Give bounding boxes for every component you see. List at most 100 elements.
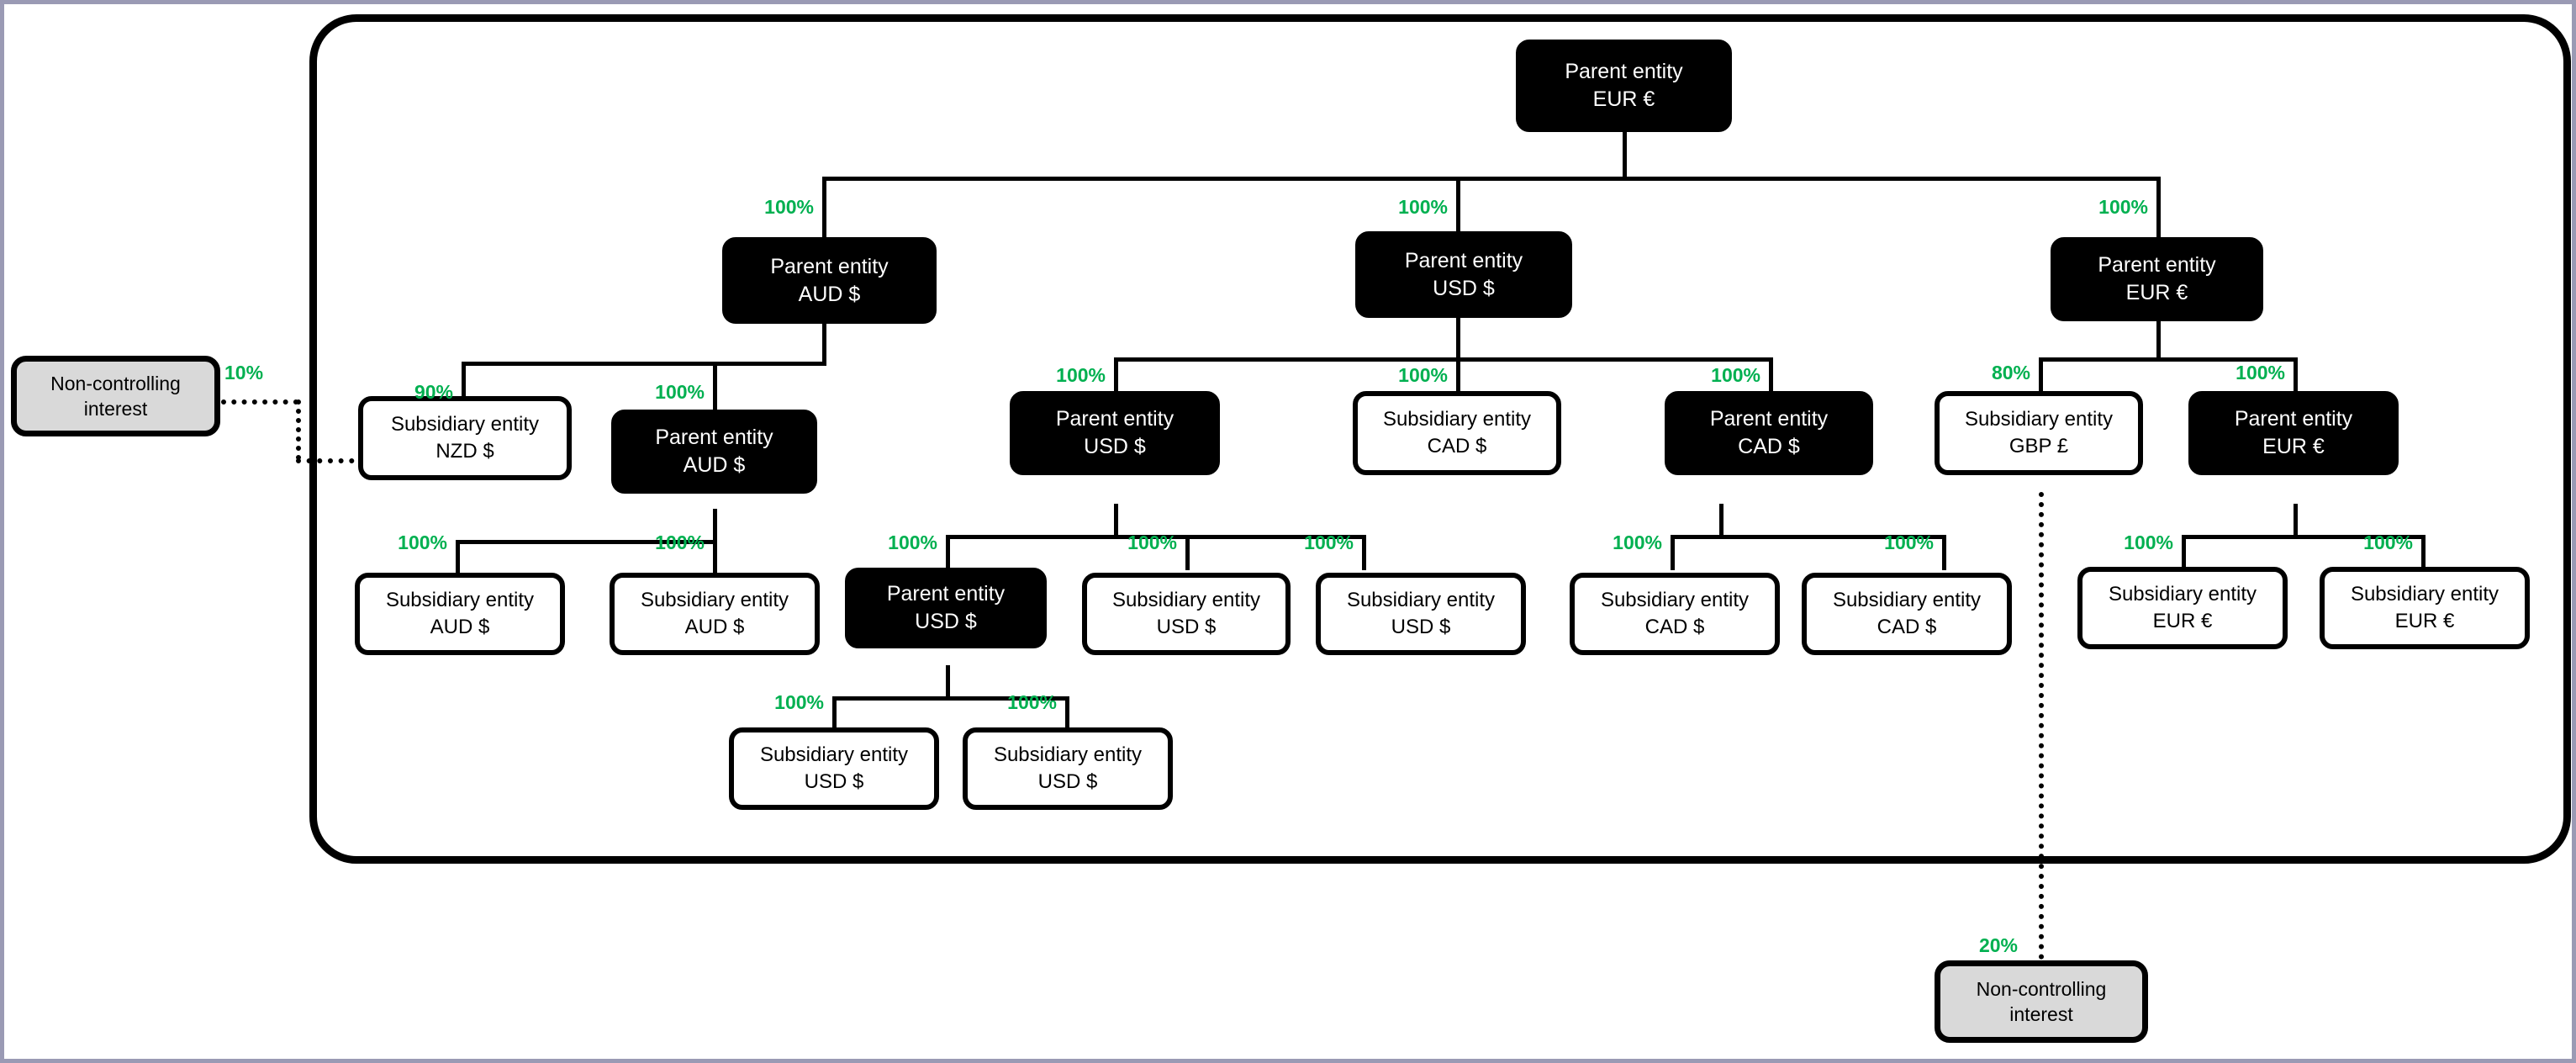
connector-usd-to-cad <box>1769 357 1773 391</box>
pct-eur-to-gbp: 80% <box>1991 362 2030 383</box>
node-subsidiary-cad-1[interactable]: Subsidiary entity CAD $ <box>1353 391 1561 475</box>
node-parent-usd[interactable]: Parent entity USD $ <box>1355 231 1572 318</box>
connector-usd2-to-usd3 <box>946 535 950 570</box>
node-subsidiary-usd-d[interactable]: Subsidiary entity USD $ <box>963 727 1173 810</box>
node-line1: Non-controlling <box>50 372 181 394</box>
node-line2: NZD $ <box>435 440 494 463</box>
pct-usd-to-cad1: 100% <box>1398 364 1448 386</box>
connector-usd3-to-d <box>1065 696 1069 730</box>
node-subsidiary-eur-b[interactable]: Subsidiary entity EUR € <box>2320 567 2530 649</box>
node-subsidiary-eur-a[interactable]: Subsidiary entity EUR € <box>2077 567 2288 649</box>
node-line1: Parent entity <box>886 582 1006 606</box>
connector-cad-to-b <box>1942 535 1946 570</box>
connector-usd3-stem <box>946 665 950 699</box>
connector-aud2-to-a <box>456 540 460 575</box>
node-line1: Non-controlling <box>1976 977 2107 1000</box>
pct-root-to-eur: 100% <box>2098 196 2148 218</box>
node-subsidiary-gbp[interactable]: Subsidiary entity GBP £ <box>1935 391 2143 475</box>
node-line2: CAD $ <box>1644 616 1705 638</box>
node-line1: Parent entity <box>2098 253 2216 277</box>
connector-cad-to-a <box>1671 535 1675 570</box>
pct-usd2-to-usd3: 100% <box>888 532 937 553</box>
node-line1: Subsidiary entity <box>390 413 540 436</box>
node-non-controlling-interest-left[interactable]: Non-controlling interest <box>11 356 220 436</box>
connector-root-bus <box>822 177 2161 181</box>
connector-nci-left-horizontal-top <box>221 399 298 405</box>
node-line2: EUR € <box>2125 281 2188 304</box>
node-subsidiary-nzd[interactable]: Subsidiary entity NZD $ <box>358 396 572 480</box>
connector-usd-stem <box>1456 318 1460 360</box>
node-line1: Parent entity <box>1565 60 1683 83</box>
node-parent-usd-2[interactable]: Parent entity USD $ <box>1010 391 1220 475</box>
pct-aud2-to-a: 100% <box>398 532 447 553</box>
node-line1: Subsidiary entity <box>640 589 789 612</box>
pct-cad-to-a: 100% <box>1613 532 1662 553</box>
node-line2: EUR € <box>2262 435 2325 458</box>
node-line2: USD $ <box>1156 616 1217 638</box>
node-line1: Subsidiary entity <box>993 743 1143 767</box>
node-line2: AUD $ <box>683 453 746 477</box>
node-parent-cad[interactable]: Parent entity CAD $ <box>1665 391 1873 475</box>
node-line1: Subsidiary entity <box>1382 408 1532 431</box>
connector-eur-to-gbp <box>2039 357 2043 391</box>
pct-usd-to-cad: 100% <box>1711 364 1760 386</box>
pct-nci-left: 10% <box>224 362 264 383</box>
node-subsidiary-cad-b[interactable]: Subsidiary entity CAD $ <box>1802 573 2012 655</box>
pct-usd3-to-c: 100% <box>774 691 824 713</box>
node-parent-aud-2[interactable]: Parent entity AUD $ <box>611 410 817 494</box>
node-line2: USD $ <box>1391 616 1451 638</box>
node-line1: Subsidiary entity <box>1964 408 2114 431</box>
node-subsidiary-aud-b[interactable]: Subsidiary entity AUD $ <box>610 573 820 655</box>
connector-aud2-bus <box>456 540 717 544</box>
node-line2: USD $ <box>1037 770 1098 793</box>
pct-eur2-to-b: 100% <box>2363 532 2413 553</box>
node-root-parent-eur[interactable]: Parent entity EUR € <box>1516 40 1732 132</box>
connector-usd-to-cad1 <box>1456 357 1460 391</box>
connector-aud-to-aud2 <box>713 362 717 410</box>
node-subsidiary-usd-c[interactable]: Subsidiary entity USD $ <box>729 727 939 810</box>
node-line1: Parent entity <box>655 426 773 449</box>
connector-root-to-aud <box>822 177 826 238</box>
node-parent-usd-3[interactable]: Parent entity USD $ <box>845 568 1047 648</box>
node-line1: Subsidiary entity <box>759 743 909 767</box>
node-line2: AUD $ <box>430 616 490 638</box>
pct-aud-to-aud2: 100% <box>655 381 705 403</box>
node-line2: USD $ <box>1084 435 1146 458</box>
pct-usd2-to-a: 100% <box>1127 532 1177 553</box>
connector-aud2-to-b <box>713 540 717 575</box>
pct-usd3-to-d: 100% <box>1007 691 1057 713</box>
node-non-controlling-interest-bottom[interactable]: Non-controlling interest <box>1935 960 2148 1043</box>
pct-usd2-to-b: 100% <box>1304 532 1354 553</box>
node-line2: USD $ <box>1433 276 1495 300</box>
node-line2: interest <box>83 398 148 420</box>
connector-usd2-stem <box>1114 504 1118 537</box>
node-line1: Parent entity <box>1055 407 1175 431</box>
connector-aud-bus <box>462 362 826 366</box>
node-subsidiary-aud-a[interactable]: Subsidiary entity AUD $ <box>355 573 565 655</box>
node-parent-eur[interactable]: Parent entity EUR € <box>2051 237 2263 321</box>
node-parent-eur-2[interactable]: Parent entity EUR € <box>2188 391 2399 475</box>
node-subsidiary-cad-a[interactable]: Subsidiary entity CAD $ <box>1570 573 1780 655</box>
connector-eur2-to-a <box>2182 535 2186 570</box>
node-line2: CAD $ <box>1738 435 1800 458</box>
node-line2: EUR € <box>2152 610 2213 632</box>
connector-root-to-usd <box>1456 177 1460 231</box>
pct-eur-to-eur2: 100% <box>2236 362 2285 383</box>
consolidated-group-boundary <box>309 14 2571 864</box>
pct-aud-to-nzd: 90% <box>414 381 453 403</box>
node-line1: Subsidiary entity <box>2108 583 2257 606</box>
node-line1: Parent entity <box>1709 407 1829 431</box>
pct-cad-to-b: 100% <box>1884 532 1934 553</box>
connector-usd3-bus <box>832 696 1068 701</box>
node-line2: USD $ <box>804 770 864 793</box>
node-parent-aud[interactable]: Parent entity AUD $ <box>722 237 937 324</box>
pct-usd-to-usd2: 100% <box>1056 364 1106 386</box>
node-line2: EUR € <box>2394 610 2455 632</box>
pct-root-to-usd: 100% <box>1398 196 1448 218</box>
connector-eur2-stem <box>2294 504 2298 537</box>
node-subsidiary-usd-b[interactable]: Subsidiary entity USD $ <box>1316 573 1526 655</box>
node-line2: CAD $ <box>1427 435 1487 457</box>
connector-eur2-to-b <box>2421 535 2426 570</box>
node-subsidiary-usd-a[interactable]: Subsidiary entity USD $ <box>1082 573 1291 655</box>
